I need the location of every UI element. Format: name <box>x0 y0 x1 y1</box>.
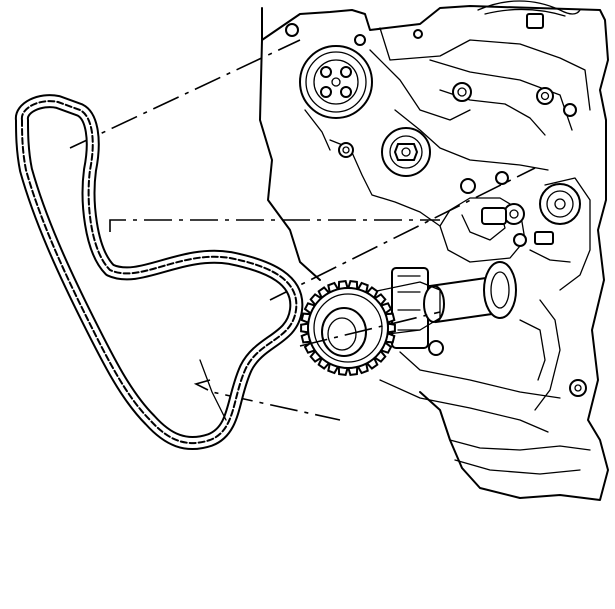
assembly-leader-lines <box>69 39 536 421</box>
camshaft-sprocket <box>299 45 373 119</box>
idler-sprocket <box>381 127 431 177</box>
balance-shaft-sprocket <box>539 183 581 225</box>
timing-chain <box>15 94 304 451</box>
engine-block-front <box>259 0 609 501</box>
oil-pump-drive-shaft <box>371 261 517 337</box>
crankshaft-sprocket <box>300 280 396 376</box>
